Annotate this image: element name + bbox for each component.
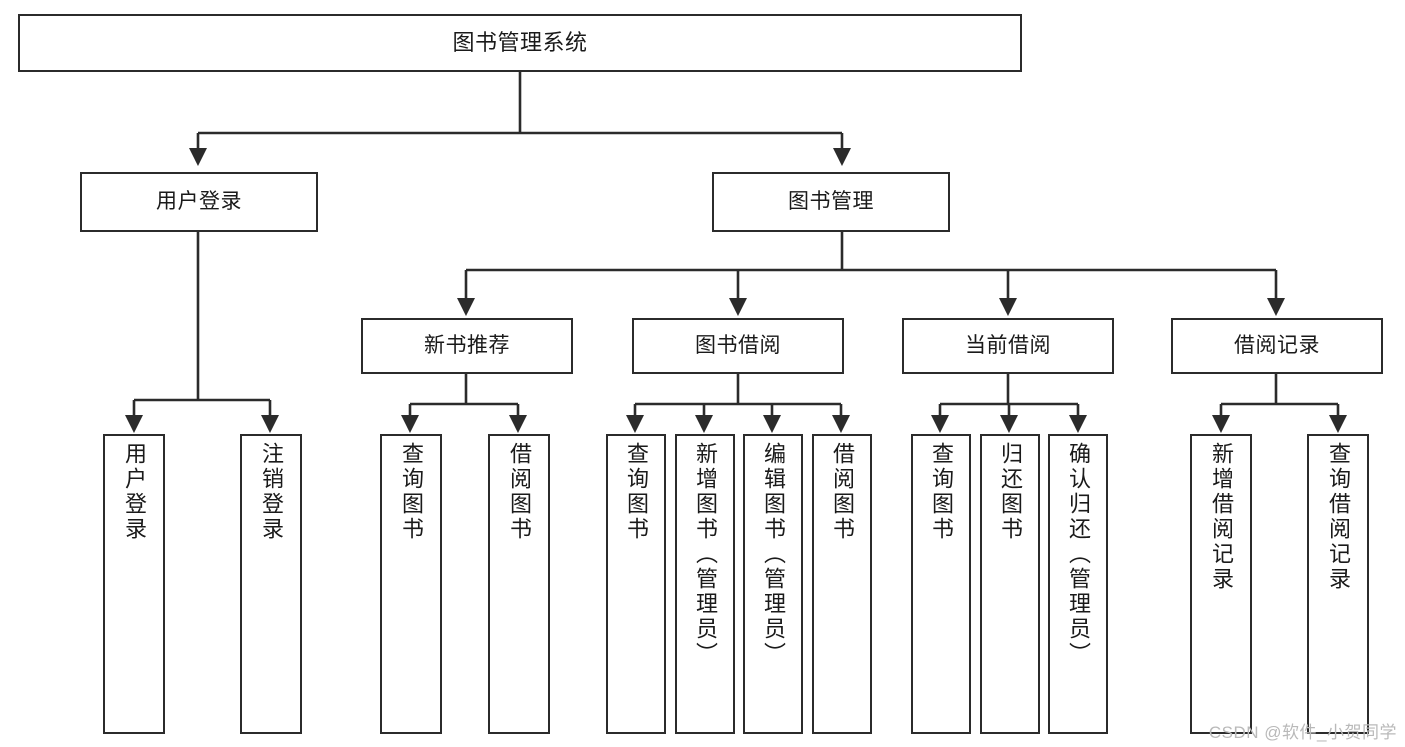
node-label: 确认归还（管理员）	[1066, 442, 1091, 667]
leaf-return-book[interactable]: 归还图书	[980, 434, 1040, 734]
node-book-borrow[interactable]: 图书借阅	[632, 318, 844, 374]
node-label: 借阅图书	[507, 442, 532, 542]
node-label: 用户登录	[122, 442, 147, 542]
leaf-confirm-return[interactable]: 确认归还（管理员）	[1048, 434, 1108, 734]
node-root-system[interactable]: 图书管理系统	[18, 14, 1022, 72]
leaf-query-borrow-record[interactable]: 查询借阅记录	[1307, 434, 1369, 734]
leaf-query-book-recommend[interactable]: 查询图书	[380, 434, 442, 734]
leaf-edit-book[interactable]: 编辑图书（管理员）	[743, 434, 803, 734]
node-book-manage[interactable]: 图书管理	[712, 172, 950, 232]
node-current-borrow[interactable]: 当前借阅	[902, 318, 1114, 374]
node-label: 新书推荐	[424, 334, 510, 358]
node-label: 借阅图书	[830, 442, 855, 542]
node-user-login[interactable]: 用户登录	[80, 172, 318, 232]
leaf-user-login[interactable]: 用户登录	[103, 434, 165, 734]
node-label: 新增图书（管理员）	[693, 442, 718, 667]
node-label: 注销登录	[259, 442, 284, 542]
node-label: 编辑图书（管理员）	[761, 442, 786, 667]
leaf-logout-login[interactable]: 注销登录	[240, 434, 302, 734]
node-label: 图书借阅	[695, 334, 781, 358]
node-label: 当前借阅	[965, 334, 1051, 358]
node-label: 借阅记录	[1234, 334, 1320, 358]
leaf-add-borrow-record[interactable]: 新增借阅记录	[1190, 434, 1252, 734]
node-label: 图书管理系统	[452, 29, 588, 55]
leaf-add-book[interactable]: 新增图书（管理员）	[675, 434, 735, 734]
leaf-query-book-current[interactable]: 查询图书	[911, 434, 971, 734]
node-label: 新增借阅记录	[1209, 442, 1234, 592]
watermark-text: CSDN @软件_小贺同学	[1208, 723, 1397, 742]
node-new-book-rec[interactable]: 新书推荐	[361, 318, 573, 374]
node-borrow-record[interactable]: 借阅记录	[1171, 318, 1383, 374]
leaf-query-book-borrow[interactable]: 查询图书	[606, 434, 666, 734]
node-label: 归还图书	[998, 442, 1023, 542]
leaf-borrow-book[interactable]: 借阅图书	[812, 434, 872, 734]
node-label: 查询图书	[624, 442, 649, 542]
node-label: 查询图书	[399, 442, 424, 542]
node-label: 查询图书	[929, 442, 954, 542]
node-label: 用户登录	[156, 190, 242, 214]
node-label: 图书管理	[788, 190, 874, 214]
leaf-borrow-book-recommend[interactable]: 借阅图书	[488, 434, 550, 734]
node-label: 查询借阅记录	[1326, 442, 1351, 592]
